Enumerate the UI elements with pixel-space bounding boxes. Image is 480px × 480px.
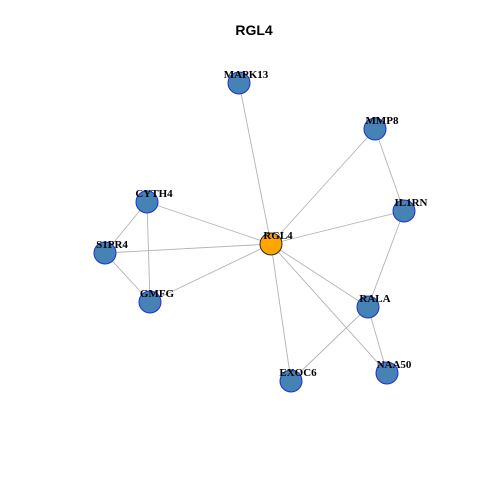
node-rgl4[interactable]	[259, 232, 283, 256]
edge-rgl4-mmp8	[270, 128, 376, 245]
node-gmfg[interactable]	[138, 290, 162, 314]
edge-rgl4-exoc6	[270, 243, 292, 382]
node-exoc6[interactable]	[279, 369, 303, 393]
node-label-mmp8: MMP8	[366, 115, 399, 127]
node-label-mapk13: MAPK13	[224, 69, 269, 81]
node-label-cyth4: CYTH4	[135, 188, 173, 200]
node-il1rn[interactable]	[392, 199, 416, 223]
node-label-rala: RALA	[359, 293, 390, 305]
edge-rala-exoc6	[290, 306, 369, 382]
node-label-rgl4: RGL4	[263, 230, 293, 242]
edge-rgl4-cyth4	[146, 201, 272, 245]
node-label-gmfg: GMFG	[140, 288, 175, 300]
graph-title: RGL4	[235, 22, 273, 38]
edge-mmp8-il1rn	[374, 128, 405, 212]
edge-rgl4-gmfg	[149, 243, 272, 303]
edge-rgl4-rala	[270, 243, 369, 308]
edge-rgl4-s1pr4	[104, 243, 272, 254]
node-mmp8[interactable]	[363, 117, 387, 141]
nodes-layer	[93, 71, 416, 393]
node-cyth4[interactable]	[135, 190, 159, 214]
edge-rgl4-mapk13	[238, 82, 272, 245]
node-label-naa50: NAA50	[377, 359, 412, 371]
node-label-s1pr4: S1PR4	[96, 239, 128, 251]
node-s1pr4[interactable]	[93, 241, 117, 265]
edge-rgl4-il1rn	[270, 210, 405, 245]
node-naa50[interactable]	[375, 361, 399, 385]
node-label-exoc6: EXOC6	[279, 367, 317, 379]
node-rala[interactable]	[356, 295, 380, 319]
edges-layer	[104, 82, 405, 382]
node-mapk13[interactable]	[227, 71, 251, 95]
node-label-il1rn: IL1RN	[394, 197, 427, 209]
edge-il1rn-rala	[367, 210, 405, 308]
edge-rgl4-naa50	[270, 243, 388, 374]
edge-cyth4-gmfg	[146, 201, 151, 303]
